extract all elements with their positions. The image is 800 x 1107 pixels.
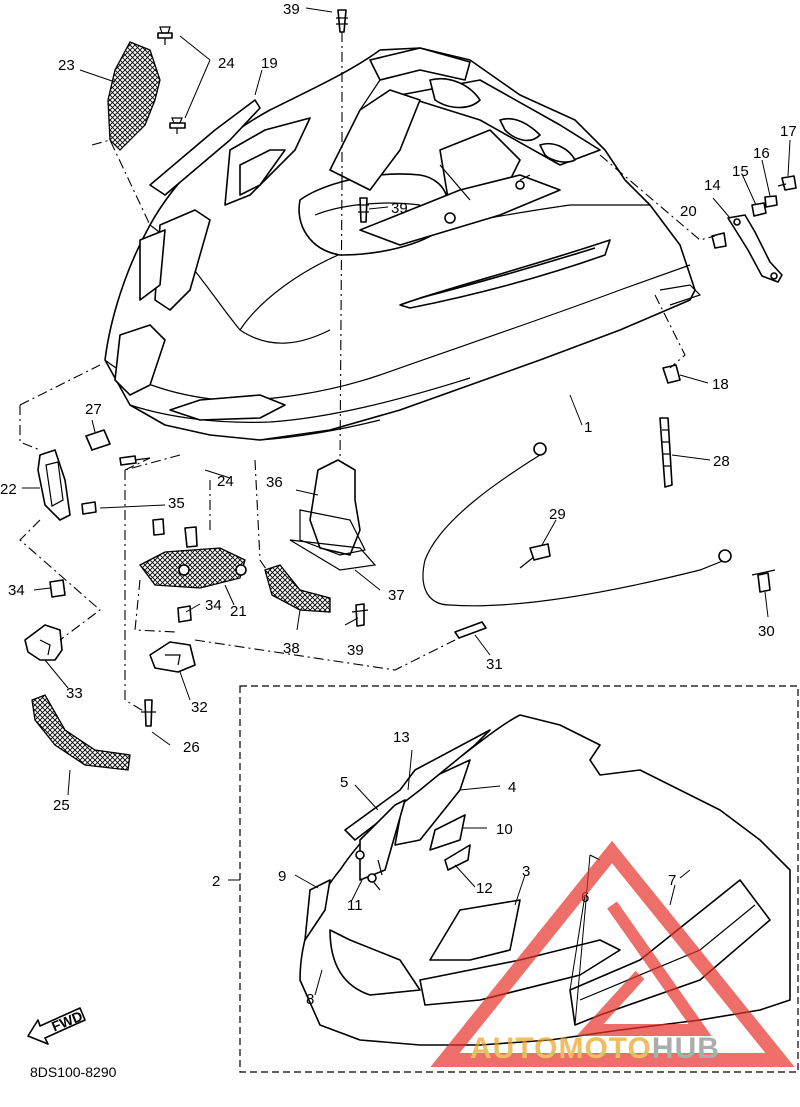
cable-band	[659, 417, 673, 488]
decal-10	[429, 814, 466, 851]
callout-2: 2	[212, 873, 220, 890]
bolt-39-top	[336, 9, 348, 33]
screw-24-lower-b	[184, 526, 198, 548]
decal-13	[344, 729, 491, 841]
decal-9	[304, 879, 331, 941]
callout-21: 21	[230, 603, 247, 620]
rivet-26	[144, 699, 153, 727]
callout-numbers: 1 2 3 4 5 6 7 8 9 10 11 12 13 14 15 16 1…	[0, 1, 797, 1008]
callout-22: 22	[0, 481, 17, 498]
main-cowling	[104, 47, 702, 441]
vent-grille	[139, 547, 246, 589]
decal-12	[444, 844, 471, 871]
callout-25: 25	[53, 797, 70, 814]
callout-4: 4	[508, 779, 516, 796]
callout-29: 29	[549, 506, 566, 523]
air-duct	[309, 459, 361, 556]
callout-34-left: 34	[8, 582, 25, 599]
callout-35: 35	[168, 495, 185, 512]
watermark-triangle-icon	[430, 840, 795, 1067]
callout-32: 32	[191, 699, 208, 716]
stay-bracket	[727, 214, 783, 283]
watermark-text-auto: AUTO	[470, 1032, 558, 1065]
callout-36: 36	[266, 474, 283, 491]
lower-mesh-part	[31, 694, 131, 771]
cable-assembly	[422, 442, 776, 639]
callout-23: 23	[58, 57, 75, 74]
decal-5	[359, 799, 406, 881]
callout-39-low: 39	[347, 642, 364, 659]
watermark-text-hub: HUB	[652, 1032, 720, 1065]
fwd-label: FWD	[49, 1008, 85, 1035]
callout-11: 11	[347, 897, 363, 914]
trim-strip	[149, 99, 261, 196]
callout-38: 38	[283, 640, 300, 657]
screw-24-lower	[119, 455, 137, 466]
callout-19: 19	[261, 55, 278, 72]
callout-28: 28	[713, 453, 730, 470]
mount-plate	[37, 449, 71, 521]
callout-17: 17	[780, 123, 797, 140]
callout-12: 12	[476, 880, 493, 897]
callout-27: 27	[85, 401, 102, 418]
screen-mesh-part	[107, 41, 161, 151]
callout-14: 14	[704, 177, 721, 194]
callout-6: 6	[581, 889, 589, 906]
callout-24-mid: 24	[217, 473, 234, 490]
clip-18	[662, 364, 681, 384]
callout-8: 8	[306, 991, 314, 1008]
watermark-text: AUTOMOTOHUB	[470, 1032, 720, 1065]
decal-3	[429, 899, 521, 961]
callout-30: 30	[758, 623, 775, 640]
nut-34-left	[49, 579, 66, 598]
callout-24-top: 24	[218, 55, 235, 72]
watermark-text-moto: MOTO	[558, 1032, 651, 1065]
callout-16: 16	[753, 145, 770, 162]
screw-35	[81, 501, 97, 515]
leader-lines	[22, 7, 791, 1026]
bolt-39-low	[355, 603, 365, 627]
fwd-arrow: FWD	[27, 1007, 86, 1045]
callout-31: 31	[486, 656, 503, 673]
nut-34-mid	[177, 605, 192, 623]
bracket-32	[149, 641, 196, 673]
callout-18: 18	[712, 376, 729, 393]
callout-1: 1	[584, 419, 592, 436]
callout-39-mid: 39	[391, 200, 408, 217]
diagram-code: 8DS100-8290	[30, 1064, 117, 1080]
decal-8	[329, 929, 421, 996]
callout-20: 20	[680, 203, 697, 220]
callout-39-top: 39	[283, 1, 300, 18]
callout-33: 33	[66, 685, 83, 702]
screw-35b	[152, 518, 165, 536]
callout-10: 10	[496, 821, 513, 838]
watermark-logo: AUTOMOTOHUB	[430, 840, 795, 1067]
callout-13: 13	[393, 729, 410, 746]
bracket-33	[24, 624, 63, 661]
callout-37: 37	[388, 587, 405, 604]
callout-26: 26	[183, 739, 200, 756]
clip-27	[85, 429, 111, 451]
callout-5: 5	[340, 774, 348, 791]
callout-15: 15	[732, 163, 749, 180]
grommet-20	[711, 232, 727, 249]
bolt-39-mid	[358, 197, 369, 223]
washer-part	[764, 195, 778, 208]
callout-3: 3	[522, 863, 530, 880]
callout-9: 9	[278, 868, 286, 885]
bolt-17	[781, 175, 797, 191]
callout-7: 7	[668, 872, 676, 889]
assembly-dash-lines	[19, 32, 716, 713]
callout-34-mid: 34	[205, 597, 222, 614]
decal-4	[394, 759, 471, 846]
decal-set-box	[239, 685, 799, 1073]
duct-mesh	[264, 564, 331, 613]
collar-part	[751, 202, 767, 217]
screw-pair-top	[157, 26, 186, 134]
